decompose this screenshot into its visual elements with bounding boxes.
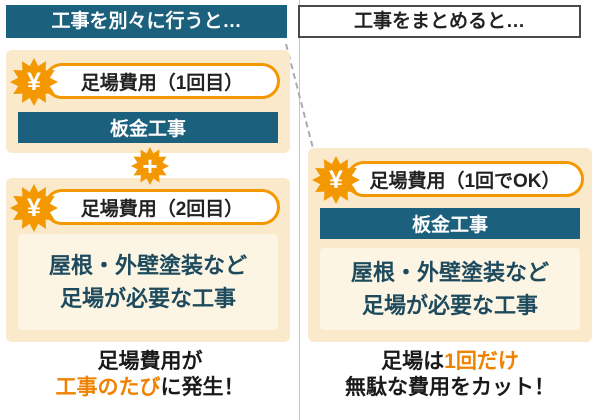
left-column-header: 工事を別々に行うと…	[6, 5, 287, 38]
sheet-metal-work-bar: 板金工事	[18, 112, 278, 143]
yen-burst-icon: ¥	[10, 184, 58, 232]
scaffold-required-works-note: 屋根・外壁塗装など 足場が必要な工事	[320, 248, 580, 330]
left-caption: 足場費用が 工事のたびに発生！	[0, 349, 300, 401]
right-caption-line2: 無駄な費用をカット！	[345, 376, 555, 399]
sheet-metal-work-bar: 板金工事	[320, 208, 580, 239]
yen-burst-icon: ¥	[10, 58, 58, 106]
left-first-work-box: 足場費用（1回目） ¥ 板金工事	[6, 50, 290, 153]
right-caption-highlight: 1回だけ	[444, 350, 519, 373]
right-caption-prefix: 足場は	[381, 350, 445, 373]
column-divider	[299, 0, 300, 420]
right-caption-line1: 足場は1回だけ	[300, 349, 600, 375]
yen-glyph: ¥	[27, 193, 41, 222]
right-combined-work-box: 足場費用（1回でOK） ¥ 板金工事 屋根・外壁塗装など 足場が必要な工事	[308, 148, 592, 342]
note-line: 屋根・外壁塗装など	[350, 260, 549, 285]
scaffold-cost-once-pill: 足場費用（1回でOK）	[346, 161, 584, 197]
plus-icon: +	[131, 147, 169, 185]
left-caption-line1: 足場費用が	[97, 350, 203, 373]
yen-burst-icon: ¥	[312, 156, 360, 204]
left-caption-line2: 工事のたびに発生！	[0, 375, 300, 401]
yen-glyph: ¥	[329, 165, 343, 194]
scaffold-required-works-note: 屋根・外壁塗装など 足場が必要な工事	[18, 234, 278, 330]
note-line: 足場が必要な工事	[59, 286, 236, 311]
right-column-header: 工事をまとめると…	[298, 5, 581, 38]
plus-glyph: +	[142, 151, 158, 181]
note-line: 足場が必要な工事	[361, 293, 538, 318]
yen-glyph: ¥	[27, 67, 41, 96]
right-caption: 足場は1回だけ 無駄な費用をカット！	[300, 349, 600, 401]
left-second-work-box: 足場費用（2回目） ¥ 屋根・外壁塗装など 足場が必要な工事	[6, 178, 290, 342]
note-line: 屋根・外壁塗装など	[48, 253, 247, 278]
scaffold-cost-1-pill: 足場費用（1回目）	[44, 63, 280, 99]
scaffold-cost-2-pill: 足場費用（2回目）	[44, 189, 280, 225]
left-caption-suffix: に発生！	[160, 376, 245, 399]
left-caption-highlight: 工事のたび	[55, 376, 161, 399]
